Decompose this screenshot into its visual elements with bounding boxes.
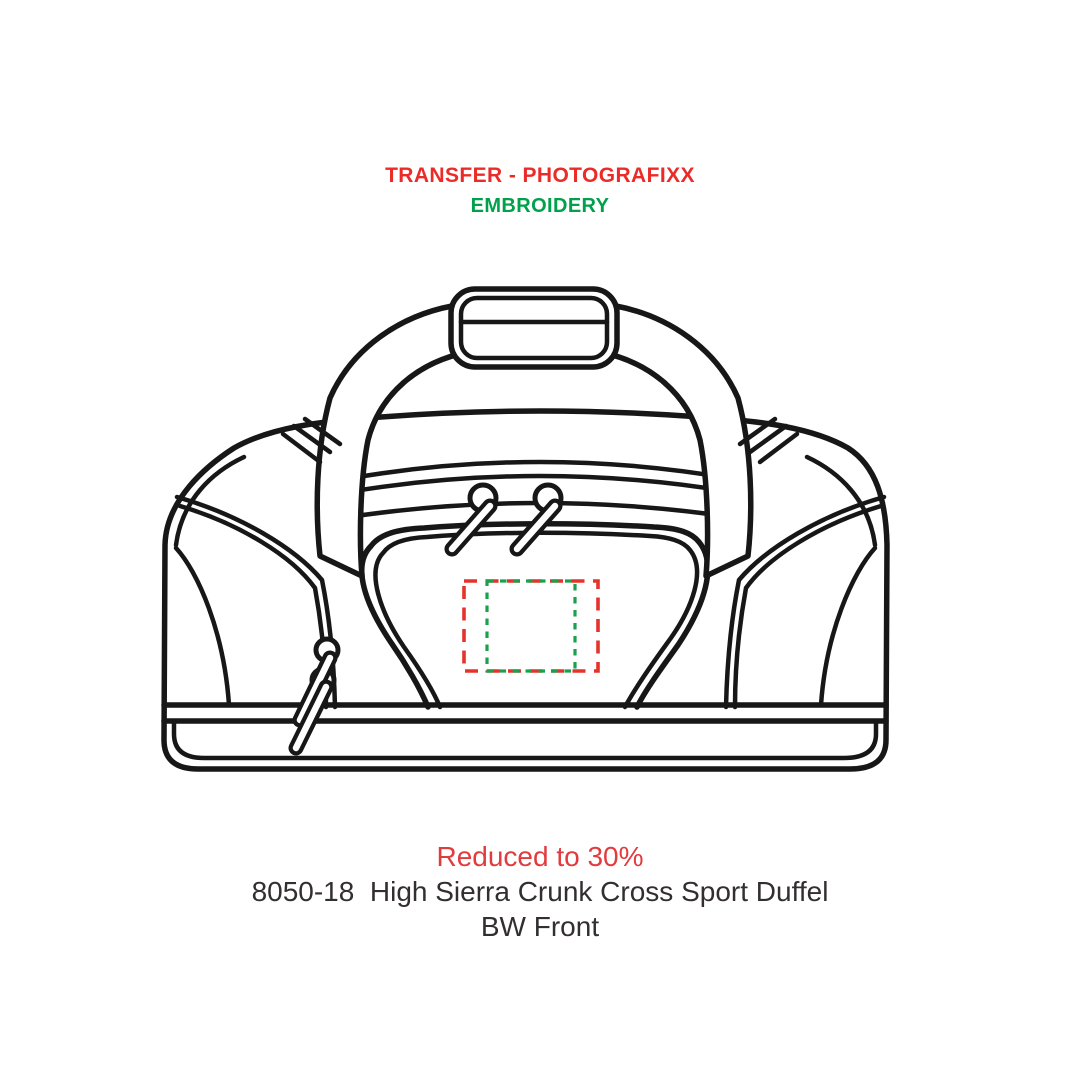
side-zipper-pull-1	[296, 654, 334, 724]
base-inner-line	[171, 718, 879, 761]
product-title: 8050-18 High Sierra Crunk Cross Sport Du…	[251, 876, 829, 907]
right-side-panel-seam	[818, 545, 878, 708]
top-panel-line-2	[345, 473, 735, 495]
left-corner-piping	[173, 454, 247, 548]
brand-title: TRANSFER - PHOTOGRAFIXX	[385, 164, 695, 187]
right-corner-piping	[804, 454, 878, 548]
reduction-note: Reduced to 30%	[436, 841, 644, 872]
handle-strap-arch	[314, 303, 754, 579]
right-front-seam-b	[732, 503, 884, 710]
main-zipper-pull-2	[513, 502, 559, 553]
duffel-line-art-group	[161, 286, 890, 772]
bag-body-outline	[161, 408, 890, 772]
handle-grip-outer	[448, 286, 620, 370]
print-area-inner-marker	[485, 579, 577, 673]
side-zipper-pull-2	[292, 683, 330, 752]
right-strap-pleat-lines	[737, 416, 800, 465]
decoration-method-label: EMBROIDERY	[470, 195, 610, 217]
handle-grip-inner	[458, 295, 610, 361]
left-side-panel-seam	[173, 545, 232, 708]
right-front-seam-a	[723, 494, 887, 710]
main-zipper-pull-1	[448, 502, 494, 553]
left-strap-pleat-lines	[280, 416, 343, 465]
view-label: BW Front	[480, 911, 600, 942]
top-panel-line-1	[349, 459, 731, 481]
front-pocket-inner-edge	[373, 530, 700, 710]
